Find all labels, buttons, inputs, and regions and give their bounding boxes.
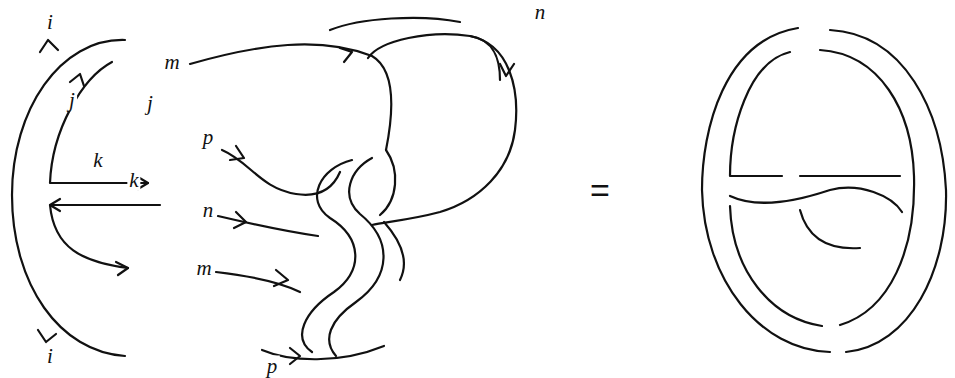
arrowhead: [234, 212, 246, 228]
strand: [820, 50, 914, 325]
strand: [368, 34, 516, 225]
strand: [12, 40, 125, 356]
arrowhead: [274, 270, 288, 286]
strand-label: j: [67, 90, 77, 111]
strand: [302, 160, 355, 352]
arrowhead: [40, 40, 58, 52]
strand: [730, 52, 790, 176]
arrowhead: [290, 348, 300, 364]
strand-label: j: [145, 93, 155, 114]
arrowhead: [116, 262, 128, 275]
strand: [50, 205, 160, 268]
strand-label: =: [588, 173, 612, 207]
strand-label: n: [201, 200, 216, 221]
strand: [800, 175, 900, 177]
arrowhead: [50, 199, 60, 211]
strand-label: p: [265, 356, 280, 377]
strand: [218, 216, 318, 236]
strand: [216, 272, 300, 292]
strand: [384, 222, 404, 280]
strand: [190, 44, 391, 150]
arrowhead: [500, 64, 514, 76]
strand: [730, 188, 902, 212]
arrowhead: [230, 146, 244, 160]
strand-label: k: [127, 170, 140, 191]
strand: [830, 30, 946, 352]
arrowhead: [38, 330, 56, 342]
arrowhead: [70, 74, 84, 86]
strand: [222, 150, 340, 195]
strand: [330, 18, 460, 30]
strand-label: p: [201, 127, 216, 148]
strand: [730, 206, 822, 326]
strand-label: m: [194, 258, 213, 279]
strand: [380, 150, 395, 215]
strand-label: i: [45, 12, 55, 33]
strand: [470, 36, 500, 80]
strand-label: m: [162, 52, 181, 73]
strand: [800, 210, 860, 248]
arrowhead: [340, 48, 352, 62]
strand: [702, 28, 830, 352]
strand: [329, 158, 383, 356]
strand-label: n: [533, 2, 548, 23]
strand-label: i: [45, 346, 55, 367]
strand: [262, 346, 384, 359]
strand: [50, 62, 148, 183]
strand-label: k: [91, 150, 104, 171]
